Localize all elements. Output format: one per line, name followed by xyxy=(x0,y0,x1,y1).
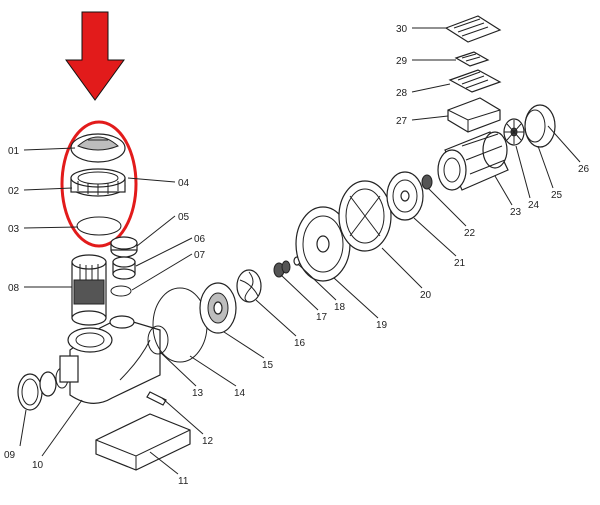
down-arrow-icon xyxy=(65,11,125,101)
callout-14: 14 xyxy=(234,388,246,399)
part-diffuser xyxy=(199,282,237,334)
callout-11: 11 xyxy=(178,476,189,487)
callout-13: 13 xyxy=(192,388,204,399)
callout-03: 03 xyxy=(8,224,20,235)
callout-29: 29 xyxy=(396,56,408,67)
part-seal-plate xyxy=(295,206,351,282)
callout-08: 08 xyxy=(8,283,20,294)
part-lid xyxy=(70,133,126,163)
callout-02: 02 xyxy=(8,186,20,197)
callout-19: 19 xyxy=(376,320,388,331)
part-o-ring-lid xyxy=(76,216,122,236)
part-o-ring-small xyxy=(110,285,132,297)
highlight-ellipse xyxy=(60,120,138,248)
part-o-ring-housing xyxy=(147,325,169,355)
callout-27: 27 xyxy=(396,116,408,127)
leader-lines xyxy=(19,27,581,475)
callout-04: 04 xyxy=(178,178,190,189)
part-adapter xyxy=(112,256,136,280)
part-impeller xyxy=(236,269,262,303)
part-base xyxy=(95,413,191,471)
part-lock-ring xyxy=(70,168,126,197)
callout-labels: 01 02 03 04 05 06 07 08 09 10 11 12 13 1… xyxy=(4,24,590,487)
part-pin xyxy=(146,391,167,406)
part-strainer-basket xyxy=(71,254,107,326)
part-motor-flange xyxy=(386,171,424,221)
part-box-cover xyxy=(444,15,502,43)
callout-09: 09 xyxy=(4,450,16,461)
part-fan-cover xyxy=(524,104,556,148)
callout-23: 23 xyxy=(510,207,522,218)
part-union-nut xyxy=(110,236,138,258)
callout-22: 22 xyxy=(464,228,476,239)
part-pump-housing xyxy=(59,315,161,404)
callout-12: 12 xyxy=(202,436,214,447)
part-terminal-block xyxy=(454,51,490,67)
callout-07: 07 xyxy=(194,250,206,261)
callout-20: 20 xyxy=(420,290,432,301)
callout-01: 01 xyxy=(8,146,20,157)
part-motor-bracket xyxy=(338,180,392,252)
callout-05: 05 xyxy=(178,212,190,223)
callout-16: 16 xyxy=(294,338,306,349)
callout-10: 10 xyxy=(32,460,44,471)
callout-17: 17 xyxy=(316,312,328,323)
part-fan xyxy=(503,118,525,146)
callout-21: 21 xyxy=(454,258,466,269)
part-junction-box xyxy=(447,97,501,133)
part-bearing xyxy=(421,174,433,190)
callout-15: 15 xyxy=(262,360,274,371)
callout-24: 24 xyxy=(528,200,540,211)
part-motor xyxy=(437,131,509,191)
callout-26: 26 xyxy=(578,164,590,175)
part-seal xyxy=(273,260,291,278)
part-union-fitting xyxy=(17,367,69,411)
callout-25: 25 xyxy=(551,190,563,201)
part-gasket xyxy=(152,287,208,363)
callout-18: 18 xyxy=(334,302,346,313)
callout-28: 28 xyxy=(396,88,408,99)
part-terminal-board xyxy=(448,69,502,93)
callout-06: 06 xyxy=(194,234,206,245)
callout-30: 30 xyxy=(396,24,408,35)
